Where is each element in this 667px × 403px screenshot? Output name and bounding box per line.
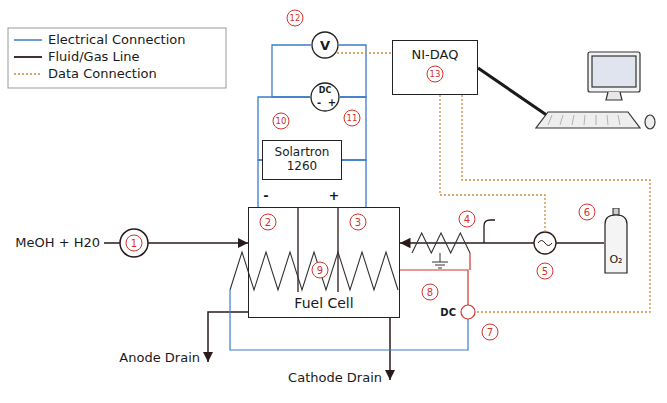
keyboard-key: [548, 115, 552, 125]
node-label: NI-DAQ: [412, 47, 459, 62]
analyzer-box: Solartron 1260: [262, 140, 342, 180]
callout-number: 1: [126, 235, 143, 252]
ground-symbol: [432, 253, 448, 268]
callout-number: 13: [427, 66, 444, 83]
callout-number: 3: [350, 214, 367, 231]
keyboard-key: [596, 115, 597, 125]
keyboard-key: [572, 115, 574, 125]
computer-link: [478, 68, 548, 116]
legend-text: Fluid/Gas Line: [48, 50, 140, 64]
polarity-sign: -: [263, 189, 268, 202]
flow-meter: [534, 232, 556, 254]
node-label: Solartron 1260: [267, 146, 337, 174]
gas-heater-coil: [412, 233, 470, 253]
voltmeter: V: [311, 31, 339, 59]
legend-frame: [14, 56, 42, 58]
legend-frame: [14, 39, 42, 41]
circle-outline: [311, 83, 339, 111]
connector: [337, 52, 392, 53]
dc-supply-symbol: [461, 305, 475, 319]
heater-coil: [230, 252, 398, 290]
cell-divider: [337, 207, 338, 292]
flow-meter: [538, 241, 552, 246]
dc-supply-symbol: [461, 305, 475, 319]
cell-divider: [298, 207, 338, 292]
cylinder-valve: [613, 208, 619, 215]
gas-heater-coil: [412, 233, 470, 253]
connector: [342, 160, 366, 207]
drain-label: Cathode Drain: [288, 371, 382, 385]
heater-wire: [469, 253, 470, 270]
computer-icon: [536, 52, 655, 129]
drain-line: [208, 312, 248, 362]
keyboard-key: [560, 115, 563, 125]
heater-wire: [400, 270, 468, 305]
thermocouple: [484, 220, 495, 243]
data-wire: [462, 95, 650, 312]
pump-symbol: [120, 229, 148, 257]
connector: [272, 45, 311, 97]
flow-meter: [534, 232, 556, 254]
data-wire: [440, 95, 545, 232]
legend-frame: [14, 73, 42, 75]
computer-icon: [536, 112, 640, 128]
polarity-sign: +: [329, 189, 340, 202]
cylinder-outline: [605, 215, 627, 273]
node-label: V: [320, 38, 330, 53]
thermocouple: [484, 220, 495, 243]
pump-symbol: [120, 229, 148, 257]
drain-label: Anode Drain: [119, 351, 200, 365]
keyboard-key: [584, 115, 585, 125]
legend-frame: [8, 28, 226, 88]
callout-number: 9: [312, 262, 329, 279]
feed-line: [148, 242, 248, 244]
inlet-label: MeOH + H20: [15, 236, 100, 250]
computer-icon: [548, 115, 620, 125]
node-label: DC: [319, 86, 332, 95]
computer-icon: [645, 115, 655, 129]
callout-number: 6: [579, 204, 596, 221]
node-label: Fuel Cell: [294, 295, 353, 311]
ground-symbol: [432, 253, 448, 268]
keyboard-key: [607, 115, 608, 125]
gas-cylinder: O₂: [604, 208, 628, 274]
data-wire: [440, 95, 650, 312]
callout-number: 8: [422, 284, 439, 301]
callout-number: 5: [537, 263, 554, 280]
callout-number: 4: [459, 211, 476, 228]
callout-number: 2: [260, 214, 277, 231]
polarity-sign: -: [317, 98, 321, 108]
supply-label: DC: [440, 307, 456, 318]
node-label: O₂: [609, 253, 622, 266]
legend-frame: [8, 28, 226, 88]
callout-number: 11: [344, 110, 361, 127]
drain-line: [208, 312, 390, 380]
callout-number: 10: [273, 113, 290, 130]
heater-wire: [230, 253, 470, 350]
drain-line: [389, 318, 391, 380]
callout-number: 7: [482, 324, 499, 341]
heater-coil: [230, 252, 398, 290]
polarity-sign: +: [328, 98, 336, 108]
computer-icon: [588, 52, 640, 92]
circle-outline: [312, 32, 338, 58]
callout-number: 12: [287, 10, 304, 27]
computer-icon: [592, 56, 636, 87]
legend-text: Data Connection: [48, 67, 157, 81]
connector: [340, 97, 366, 160]
connector: [400, 242, 604, 244]
feed-line: [104, 242, 120, 244]
keyboard-key: [618, 115, 620, 125]
computer-link: [478, 68, 548, 116]
legend-text: Electrical Connection: [48, 33, 185, 47]
computer-icon: [606, 92, 622, 100]
